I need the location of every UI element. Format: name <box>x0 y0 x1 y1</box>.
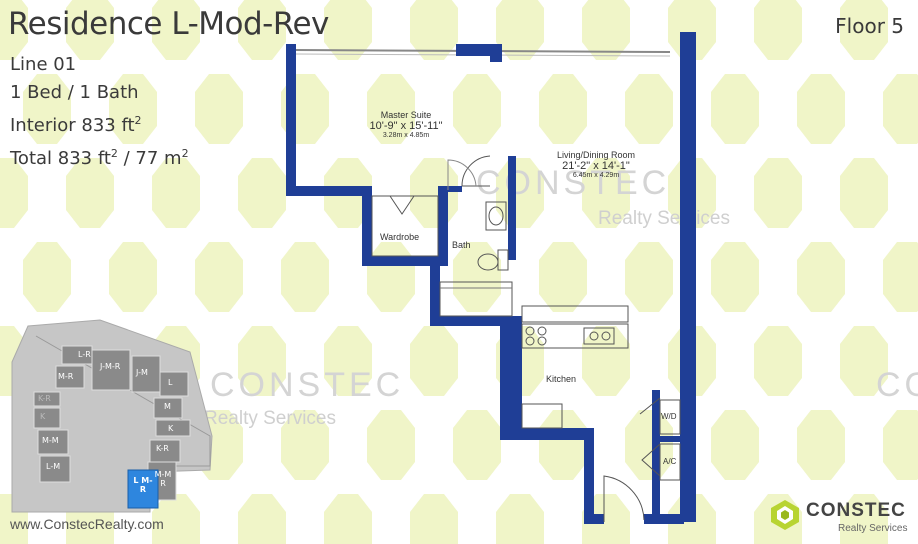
keyplan-unit: L-M <box>46 462 61 471</box>
pattern-shape <box>367 410 415 480</box>
residence-title: Residence L-Mod-Rev <box>8 6 329 42</box>
logo-icon <box>771 500 799 530</box>
pattern-shape <box>195 74 243 144</box>
pattern-shape <box>410 494 458 544</box>
pattern-shape <box>281 242 329 312</box>
total-area: Total 833 ft2 / 77 m2 <box>10 147 189 169</box>
keyplan-labels: L-R M-R J-M-R J-M L M K-R K K K-R M-M L-… <box>0 0 230 515</box>
keyplan-unit: K <box>168 424 174 433</box>
keyplan-unit: J-M <box>136 368 148 377</box>
pattern-shape <box>797 410 845 480</box>
keyplan-unit: M-M <box>42 436 59 445</box>
keyplan-unit: L-R <box>78 350 91 359</box>
wd-label: W/D <box>661 412 677 421</box>
pattern-shape <box>754 0 802 60</box>
pattern-shape <box>754 158 802 228</box>
pattern-shape <box>0 158 28 228</box>
pattern-shape <box>66 0 114 60</box>
pattern-shape <box>324 0 372 60</box>
walls <box>286 32 696 524</box>
master-suite-label: Master Suite 10'-9" x 15'-11" 3.28m x 4.… <box>369 110 443 139</box>
pattern-shape <box>539 242 587 312</box>
bed-bath: 1 Bed / 1 Bath <box>10 82 139 103</box>
pattern-shape <box>152 494 200 544</box>
pattern-shape <box>152 158 200 228</box>
watermark-brand: CONSTEC <box>876 366 918 404</box>
pattern-shape <box>238 326 286 396</box>
keyplan-unit: K-R <box>156 444 169 453</box>
keyplan-unit: M-R <box>58 372 74 381</box>
pattern-shape <box>195 242 243 312</box>
pattern-shape <box>840 0 888 60</box>
pattern-shape <box>754 326 802 396</box>
website-link[interactable]: www.ConstecRealty.com <box>10 516 164 532</box>
pattern-shape <box>840 158 888 228</box>
watermark-brand: CONSTEC <box>210 366 405 404</box>
keyplan-unit-highlighted: L M-R <box>133 476 153 494</box>
kitchen-label: Kitchen <box>546 374 577 384</box>
ac-label: A/C <box>663 457 677 466</box>
watermark-sub: Realty Services <box>598 208 730 229</box>
pattern-shape <box>109 242 157 312</box>
pattern-shape <box>582 158 630 228</box>
keyplan-unit: K <box>40 412 46 421</box>
pattern-shape <box>410 0 458 60</box>
pattern-shape <box>453 242 501 312</box>
pattern-shape <box>496 494 544 544</box>
pattern-shape <box>453 74 501 144</box>
pattern-shape <box>711 242 759 312</box>
watermark-brand: CONSTEC <box>476 164 671 202</box>
pattern-shape <box>625 410 673 480</box>
pattern-shape <box>711 410 759 480</box>
pattern-shape <box>0 0 28 60</box>
bath-label: Bath <box>452 240 471 250</box>
pattern-shape <box>324 326 372 396</box>
pattern-shape <box>281 410 329 480</box>
keyplan-unit: K-R <box>38 394 51 403</box>
keyplan-unit: J-M-R <box>100 362 121 371</box>
watermark-sub: Realty Services <box>204 408 336 429</box>
living-dining-label: Living/Dining Room 21'-2" x 14'-1" 6.45m… <box>556 150 636 179</box>
keyplan-unit: L <box>168 378 173 387</box>
pattern-shape <box>496 0 544 60</box>
pattern-shape <box>582 0 630 60</box>
pattern-shape <box>797 74 845 144</box>
pattern-shape <box>324 494 372 544</box>
pattern-shape <box>410 326 458 396</box>
pattern-shape <box>625 74 673 144</box>
pattern-shape <box>238 494 286 544</box>
pattern-shape <box>453 410 501 480</box>
pattern-shape <box>152 0 200 60</box>
pattern-shape <box>883 242 918 312</box>
keyplan-unit: M <box>164 402 171 411</box>
pattern-shape <box>367 74 415 144</box>
key-plan <box>11 319 213 513</box>
constec-logo: CONSTEC Realty Services <box>768 494 913 538</box>
unit-info: Line 01 1 Bed / 1 Bath Interior 833 ft2 … <box>10 51 189 173</box>
pattern-shape <box>883 74 918 144</box>
keyplan-unit: M-M R <box>154 470 172 488</box>
pattern-shape <box>840 326 888 396</box>
pattern-shape <box>625 242 673 312</box>
pattern-shape <box>23 242 71 312</box>
pattern-shape <box>883 410 918 480</box>
pattern-shape <box>109 74 157 144</box>
pattern-shape <box>840 494 888 544</box>
floor-label: Floor 5 <box>835 14 904 38</box>
pattern-shape <box>238 0 286 60</box>
pattern-shape <box>23 74 71 144</box>
wardrobe-label: Wardrobe <box>380 232 420 242</box>
line-number: Line 01 <box>10 54 77 75</box>
pattern-shape <box>238 158 286 228</box>
pattern-shape <box>539 74 587 144</box>
pattern-shape <box>66 158 114 228</box>
pattern-shape <box>711 74 759 144</box>
pattern-shape <box>797 242 845 312</box>
interior-area: Interior 833 ft2 <box>10 114 142 136</box>
